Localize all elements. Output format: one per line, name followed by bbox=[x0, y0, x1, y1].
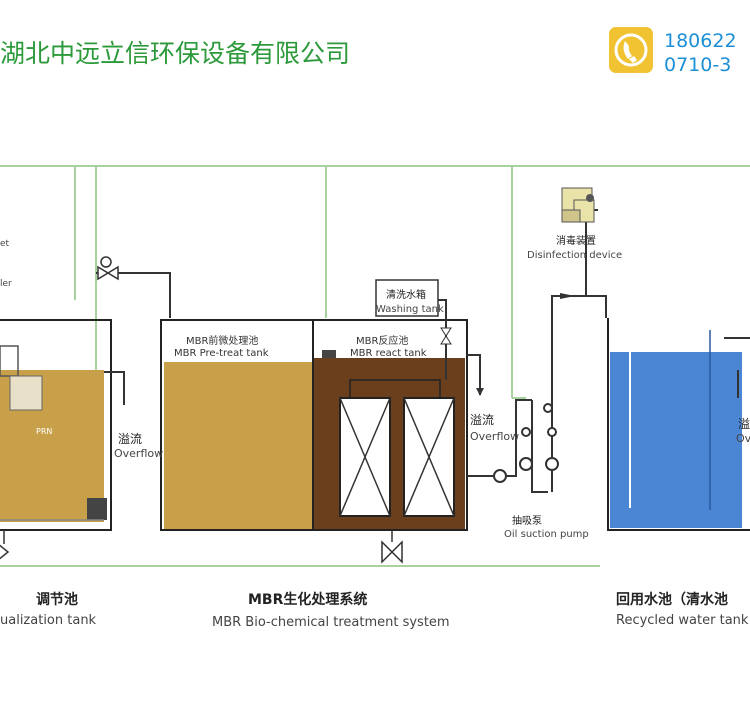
mbr-system-en: MBR Bio-chemical treatment system bbox=[212, 615, 450, 630]
drain-valve-2 bbox=[381, 530, 403, 564]
oil-pump-en: Oil suction pump bbox=[504, 529, 589, 540]
phone-icon bbox=[609, 27, 653, 73]
drain-valve-1 bbox=[0, 530, 10, 560]
equalization-tank-en: ualization tank bbox=[0, 613, 97, 628]
left-edge-label-2: ler bbox=[0, 279, 12, 289]
left-pump-label: PRN bbox=[36, 427, 52, 436]
mbr-pretreat-cn: MBR前微处理池 bbox=[186, 334, 258, 347]
mbr-pretreat-en: MBR Pre-treat tank bbox=[174, 348, 269, 359]
washing-tank-cn: 清洗水箱 bbox=[386, 288, 426, 301]
company-name: 湖北中远立信环保设备有限公司 bbox=[0, 39, 351, 68]
oil-pump-cn: 抽吸泵 bbox=[512, 514, 542, 527]
overflow-2-en: Overflow bbox=[470, 430, 519, 443]
disinfection-device bbox=[561, 187, 595, 223]
overflow-2-cn: 溢流 bbox=[470, 413, 494, 427]
mbr-react-cn: MBR反应池 bbox=[356, 334, 408, 347]
equalization-tank-cn: 调节池 bbox=[36, 591, 78, 608]
recycled-tank-en: Recycled water tank bbox=[616, 613, 749, 628]
mbr-react-tank bbox=[312, 319, 468, 531]
membrane-module-1 bbox=[339, 397, 391, 517]
left-edge-label-1: et bbox=[0, 239, 10, 249]
washing-tank bbox=[375, 279, 452, 380]
valve-top-left bbox=[96, 256, 120, 281]
recycled-water-tank bbox=[607, 318, 750, 531]
washing-tank-en: Washing tank bbox=[376, 304, 444, 315]
recycled-tank-cn: 回用水池（清水池 bbox=[616, 591, 728, 608]
phone-number-1: 180622 bbox=[664, 30, 737, 52]
air-pipes bbox=[0, 165, 750, 440]
overflow-3-en: Ov bbox=[736, 432, 750, 445]
overflow-pipe-1 bbox=[104, 371, 125, 405]
overflow-1-cn: 溢流 bbox=[118, 432, 142, 446]
mbr-system-cn: MBR生化处理系统 bbox=[248, 591, 367, 608]
mbr-pretreat-tank bbox=[160, 319, 314, 531]
disinfection-cn: 消毒装置 bbox=[556, 234, 596, 247]
equalization-tank bbox=[0, 319, 112, 531]
overflow-3-cn: 溢 bbox=[738, 417, 750, 431]
disinfection-en: Disinfection device bbox=[527, 250, 622, 261]
mbr-react-en: MBR react tank bbox=[350, 348, 427, 359]
phone-number-2: 0710-3 bbox=[664, 54, 732, 76]
membrane-module-2 bbox=[403, 397, 455, 517]
overflow-1-en: Overflow bbox=[114, 447, 163, 460]
